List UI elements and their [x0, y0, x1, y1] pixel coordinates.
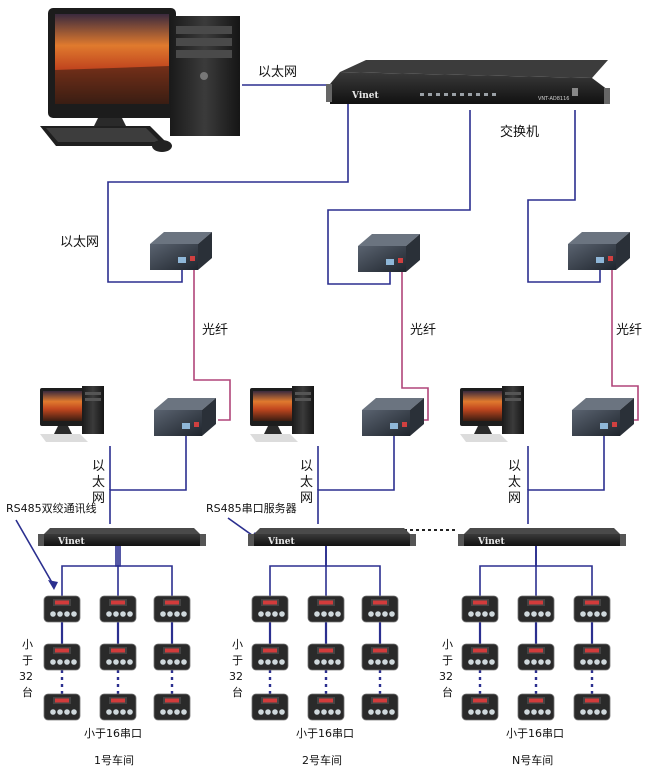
label-fiber-3: 光纤 — [616, 323, 642, 338]
svg-text:于: 于 — [232, 654, 243, 667]
media-converter-top-2 — [358, 234, 420, 272]
meter-device — [517, 595, 555, 623]
meter-device — [361, 595, 399, 623]
meter-device — [43, 693, 81, 721]
meter-device — [573, 693, 611, 721]
workshop-pc-1 — [40, 386, 104, 442]
ethernet-cable-switch-conv1 — [107, 104, 349, 283]
svg-text:小: 小 — [442, 638, 453, 651]
meter-device — [99, 595, 137, 623]
media-converter-bottom-1 — [154, 398, 216, 436]
meter-device — [251, 595, 289, 623]
ethernet-cable-switch-conv3 — [527, 110, 601, 283]
server-brand-2: Vinet — [267, 537, 296, 547]
label-fiber-1: 光纤 — [202, 323, 228, 338]
meter-device — [99, 643, 137, 671]
svg-text:于: 于 — [442, 654, 453, 667]
server-brand-3: Vinet — [477, 537, 506, 547]
meter-device — [361, 643, 399, 671]
label-eth-v1-c: 网 — [92, 491, 105, 506]
media-converter-bottom-2 — [362, 398, 424, 436]
meter-device — [573, 595, 611, 623]
meter-device — [251, 693, 289, 721]
label-ports-1: 小于16串口 — [84, 727, 142, 740]
label-switch: 交换机 — [500, 124, 539, 140]
label-workshop-n: N号车间 — [512, 753, 553, 767]
svg-text:32: 32 — [439, 670, 453, 683]
label-fiber-2: 光纤 — [410, 323, 436, 338]
workshop-pc-3 — [460, 386, 524, 442]
label-ethernet-left: 以太网 — [60, 235, 99, 250]
meter-device — [251, 643, 289, 671]
ethernet-cable-conv-server-1 — [109, 432, 187, 524]
fiber-cable-2 — [401, 262, 429, 421]
label-workshop-2: 2号车间 — [302, 753, 342, 767]
meter-column-dotted — [60, 670, 594, 694]
meter-device — [153, 643, 191, 671]
meter-device — [461, 643, 499, 671]
meter-device — [43, 643, 81, 671]
wire-layer — [60, 84, 639, 694]
label-eth-v3-c: 网 — [508, 491, 521, 506]
media-converter-top-1 — [150, 232, 212, 270]
label-eth-v3-a: 以 — [508, 459, 521, 474]
meter-device — [517, 693, 555, 721]
meter-device — [307, 693, 345, 721]
label-eth-v1-a: 以 — [92, 459, 105, 474]
ethernet-cable-conv-server-2 — [317, 432, 395, 524]
control-center-pc — [40, 8, 240, 152]
meter-device — [153, 693, 191, 721]
workshop-pc-2 — [250, 386, 314, 442]
svg-text:32: 32 — [19, 670, 33, 683]
label-workshop-1: 1号车间 — [94, 753, 134, 767]
svg-text:32: 32 — [229, 670, 243, 683]
switch-brand: Vinet — [351, 91, 380, 101]
meter-device — [307, 643, 345, 671]
meter-device — [461, 693, 499, 721]
switch-model: VNT-AD8116 — [538, 96, 569, 102]
svg-text:台: 台 — [22, 685, 33, 699]
rs485-bus-group-2 — [269, 546, 381, 596]
meter-device — [517, 643, 555, 671]
ethernet-cable-switch-conv2 — [327, 110, 471, 285]
label-less-than-group-1: 小 于 32 台 — [19, 638, 33, 699]
label-eth-v3-b: 太 — [508, 475, 521, 490]
svg-text:小: 小 — [232, 638, 243, 651]
svg-text:小: 小 — [22, 638, 33, 651]
rs485-bus-group-1 — [61, 546, 173, 596]
label-ports-2: 小于16串口 — [296, 727, 354, 740]
ethernet-switch: Vinet VNT-AD8116 — [326, 60, 610, 104]
meter-device — [43, 595, 81, 623]
label-eth-v2-c: 网 — [300, 491, 313, 506]
svg-text:台: 台 — [232, 685, 243, 699]
label-rs485-line: RS485双绞通讯线 — [6, 501, 97, 515]
media-converter-bottom-3 — [572, 398, 634, 436]
media-converter-top-3 — [568, 232, 630, 270]
meter-grid — [43, 595, 611, 721]
label-less-than-group-3: 小 于 32 台 — [439, 638, 453, 699]
meter-device — [153, 595, 191, 623]
meter-column-links — [60, 622, 594, 644]
ethernet-cable-conv-server-3 — [527, 432, 605, 524]
label-serial-server: RS485串口服务器 — [206, 502, 297, 515]
server-brand-1: Vinet — [57, 537, 86, 547]
meter-device — [307, 595, 345, 623]
label-eth-v2-a: 以 — [300, 459, 313, 474]
meter-device — [361, 693, 399, 721]
fiber-cable-1 — [193, 262, 231, 421]
label-ports-3: 小于16串口 — [506, 727, 564, 740]
label-ethernet-top: 以太网 — [258, 65, 297, 80]
meter-device — [461, 595, 499, 623]
fiber-cable-3 — [611, 262, 639, 421]
label-less-than-group-2: 小 于 32 台 — [229, 638, 243, 699]
meter-device — [573, 643, 611, 671]
svg-text:台: 台 — [442, 685, 453, 699]
label-eth-v2-b: 太 — [300, 475, 313, 490]
meter-device — [99, 693, 137, 721]
label-eth-v1-b: 太 — [92, 475, 105, 490]
rs485-bus-group-3 — [479, 546, 593, 596]
svg-text:于: 于 — [22, 654, 33, 667]
